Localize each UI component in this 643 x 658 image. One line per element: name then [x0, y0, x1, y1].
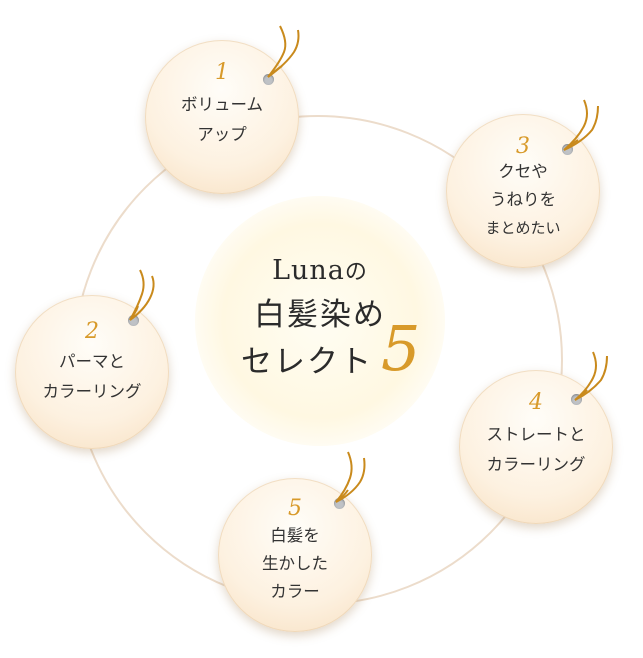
center-title-number: 5 [381, 312, 421, 385]
string-icon [574, 351, 608, 401]
tag-number: 4 [529, 390, 543, 415]
tag-label: ボリューム アップ [145, 90, 299, 150]
tag-label-line: カラーリング [486, 455, 586, 474]
center-title-line3: セレクト [241, 344, 373, 380]
tag-label-line: ボリューム [180, 95, 263, 114]
tag-label-line: ストレートと [486, 425, 586, 444]
tag-label-line: カラー [270, 582, 320, 601]
tag-label-line: 生かした [262, 554, 328, 573]
tag-label-line: カラーリング [42, 382, 142, 401]
brand-particle: の [344, 260, 368, 285]
tag-label: 白髪を 生かした カラー [218, 522, 372, 606]
tag-label: ストレートと カラーリング [459, 420, 613, 480]
tag-label-line: パーマと [59, 352, 125, 371]
center-title-line2: 白髪染め [254, 297, 386, 333]
tag-label-line: まとめたい [485, 219, 561, 237]
string-icon [563, 99, 599, 151]
tag-label: クセや うねりを まとめたい [446, 158, 600, 242]
string-icon [335, 451, 366, 503]
tag-hole-icon [128, 315, 139, 326]
tag-hole-icon [562, 144, 573, 155]
tag-number: 5 [288, 496, 302, 521]
center-title-badge: Lunaの 白髪染め セレクト 5 [195, 196, 445, 446]
tag-label-line: 白髪を [270, 526, 320, 545]
tag-label-line: うねりを [490, 190, 556, 209]
tag-4-straight-and-color[interactable]: 4 ストレートと カラーリング [459, 370, 613, 524]
tag-number: 2 [85, 319, 99, 344]
tag-label: パーマと カラーリング [15, 347, 169, 407]
tag-5-embrace-gray-color[interactable]: 5 白髪を 生かした カラー [218, 478, 372, 632]
tag-hole-icon [334, 498, 345, 509]
tag-number: 3 [516, 134, 530, 159]
tag-2-perm-and-color[interactable]: 2 パーマと カラーリング [15, 295, 169, 449]
tag-hole-icon [263, 74, 274, 85]
tag-number: 1 [215, 60, 229, 85]
tag-label-line: クセや [498, 162, 548, 181]
tag-1-volume-up[interactable]: 1 ボリューム アップ [145, 40, 299, 194]
brand-name: Luna [272, 255, 345, 286]
tag-label-line: アップ [197, 125, 247, 144]
string-icon [267, 25, 300, 78]
center-title-line1: Lunaの [195, 254, 445, 286]
string-icon [129, 269, 155, 321]
